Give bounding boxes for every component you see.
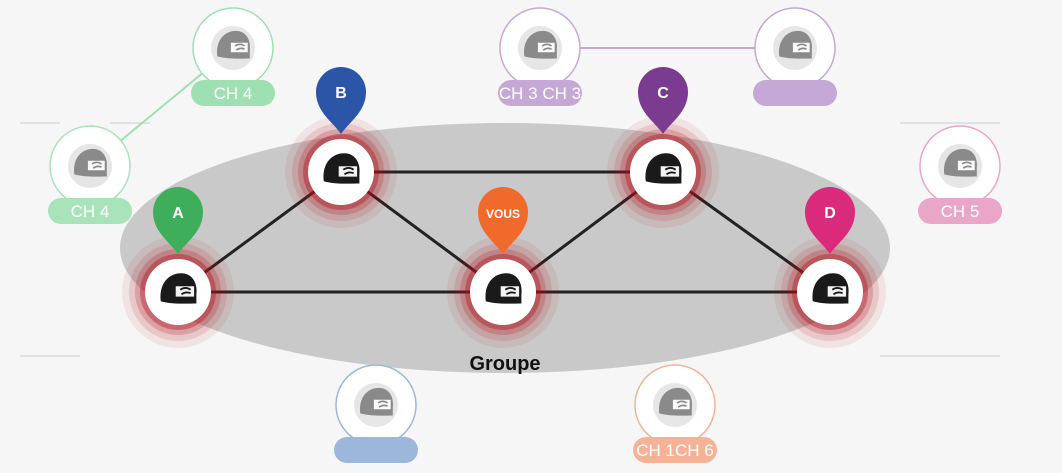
rider-pin-label: B [335,85,347,102]
location-pin-icon [153,187,203,254]
helmet-icon [74,148,107,177]
rider-node-b: B [285,67,397,228]
helmet-icon [524,30,557,59]
channel-label: CH 5 [941,202,980,221]
location-pin-icon [478,187,528,254]
channel-label: CH 1CH 6 [636,441,713,460]
helmet-icon [217,30,250,59]
channel-badge [753,80,837,106]
channel-badge [48,198,132,224]
channel-label: CH 4 [214,84,253,103]
channel-node-ch3-left: CH 3 CH 3 [498,7,582,106]
channel-node-ch5: CH 5 [918,125,1002,224]
rider-pin-label: C [657,85,669,102]
rider-link-VOUS-C [502,170,664,294]
channel-badge [918,198,1002,224]
channel-node-ch4-left: CH 4 [48,125,132,224]
channel-badge [633,437,717,463]
helmet-icon [659,387,692,416]
rider-link-B-VOUS [340,170,504,294]
channel-node-ch4-top: CH 4 [191,7,275,106]
channel-badge [191,80,275,106]
helmet-icon [812,273,849,304]
rider-links [177,170,831,294]
channel-label: CH 4 [71,202,110,221]
channel-nodes: CH 4 CH 4 CH 3 CH 3 CH 5 CH 1CH 6 [48,7,1002,463]
helmet-icon [323,153,360,184]
rider-nodes: A B VOUS C D [122,67,886,348]
channel-node-ch3-right [753,7,837,106]
rider-pin-label: A [172,205,184,222]
rider-pin-label: D [824,205,836,222]
location-pin-icon [805,187,855,254]
channel-badge [498,80,582,106]
channel-node-blue-bottom [334,364,418,463]
background-dashes [20,122,1000,357]
rider-node-a: A [122,187,234,348]
helmet-icon [360,387,393,416]
helmet-icon [645,153,682,184]
helmet-icon [485,273,522,304]
rider-node-c: C [607,67,719,228]
channel-label: CH 3 CH 3 [499,84,581,103]
channel-badge [334,437,418,463]
rider-node-d: D [774,187,886,348]
helmet-icon [944,148,977,177]
channel-node-ch1: CH 1CH 6 [633,364,717,463]
group-label: Groupe [469,353,540,375]
rider-node-vous: VOUS [447,187,559,348]
rider-link-C-D [662,170,831,294]
helmet-icon [779,30,812,59]
rider-link-A-B [177,170,342,294]
location-pin-icon [638,67,688,134]
rider-pin-label: VOUS [486,207,520,221]
helmet-icon [160,273,197,304]
location-pin-icon [316,67,366,134]
